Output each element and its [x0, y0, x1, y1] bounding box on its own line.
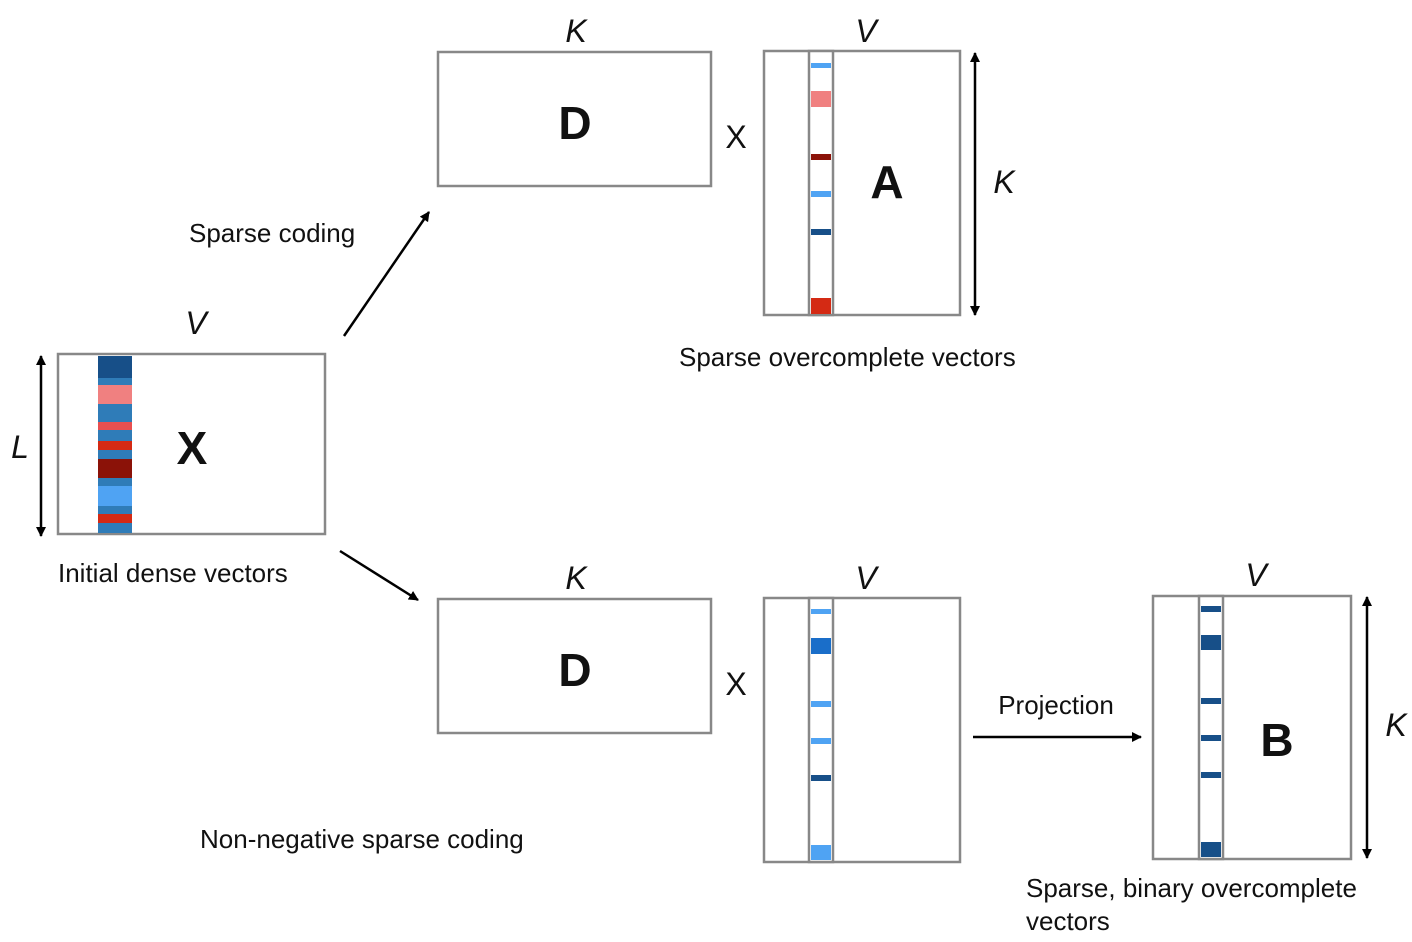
sparse-vector-column-a — [807, 49, 835, 317]
matrix-d-bottom: D K — [436, 560, 713, 735]
matrix-d-bottom-label: D — [558, 644, 591, 696]
matrix-sparse-nonneg-box — [762, 596, 962, 864]
initial-dense-vectors-caption: Initial dense vectors — [58, 558, 288, 588]
non-negative-arrow — [339, 549, 419, 602]
multiply-operator-top: X — [725, 119, 746, 155]
matrix-a-width-label: V — [855, 13, 879, 49]
matrix-x-height-label: L — [11, 429, 29, 465]
matrix-a-box — [762, 49, 962, 317]
sparse-coding-label: Sparse coding — [189, 218, 355, 248]
projection-label: Projection — [998, 690, 1114, 720]
sparse-vector-column-nonneg — [807, 596, 835, 864]
matrix-d-top-box — [436, 50, 713, 188]
matrix-b-width-label: V — [1245, 557, 1269, 593]
matrix-a-height-label: K — [993, 164, 1016, 200]
matrix-d-bottom-width-label: K — [565, 560, 588, 596]
matrix-a: A V K — [762, 13, 1016, 317]
matrix-b-height-label: K — [1385, 707, 1408, 743]
matrix-d-top-width-label: K — [565, 13, 588, 49]
matrix-b-box — [1151, 594, 1353, 861]
sparse-binary-caption-line1: Sparse, binary overcomplete — [1026, 873, 1357, 903]
matrix-a-label: A — [870, 156, 903, 208]
matrix-d-bottom-box — [436, 597, 713, 735]
matrix-sparse-nonneg: V — [762, 560, 962, 864]
multiply-operator-bottom: X — [725, 666, 746, 702]
sparse-overcomplete-vectors-caption: Sparse overcomplete vectors — [679, 342, 1016, 372]
matrix-x-label: X — [177, 422, 208, 474]
matrix-x-width-label: V — [185, 305, 209, 341]
sparse-binary-caption-line2: vectors — [1026, 906, 1110, 936]
matrix-b: B V K — [1151, 557, 1408, 861]
sparse-coding-arrow — [342, 211, 431, 337]
dense-vector-column — [98, 356, 132, 533]
non-negative-sparse-coding-label: Non-negative sparse coding — [200, 824, 524, 854]
matrix-b-label: B — [1260, 714, 1293, 766]
matrix-sparse-nonneg-width-label: V — [855, 560, 879, 596]
matrix-d-top-label: D — [558, 97, 591, 149]
matrix-x: X V L Initial dense vectors — [11, 305, 327, 588]
matrix-d-top: D K — [436, 13, 713, 188]
